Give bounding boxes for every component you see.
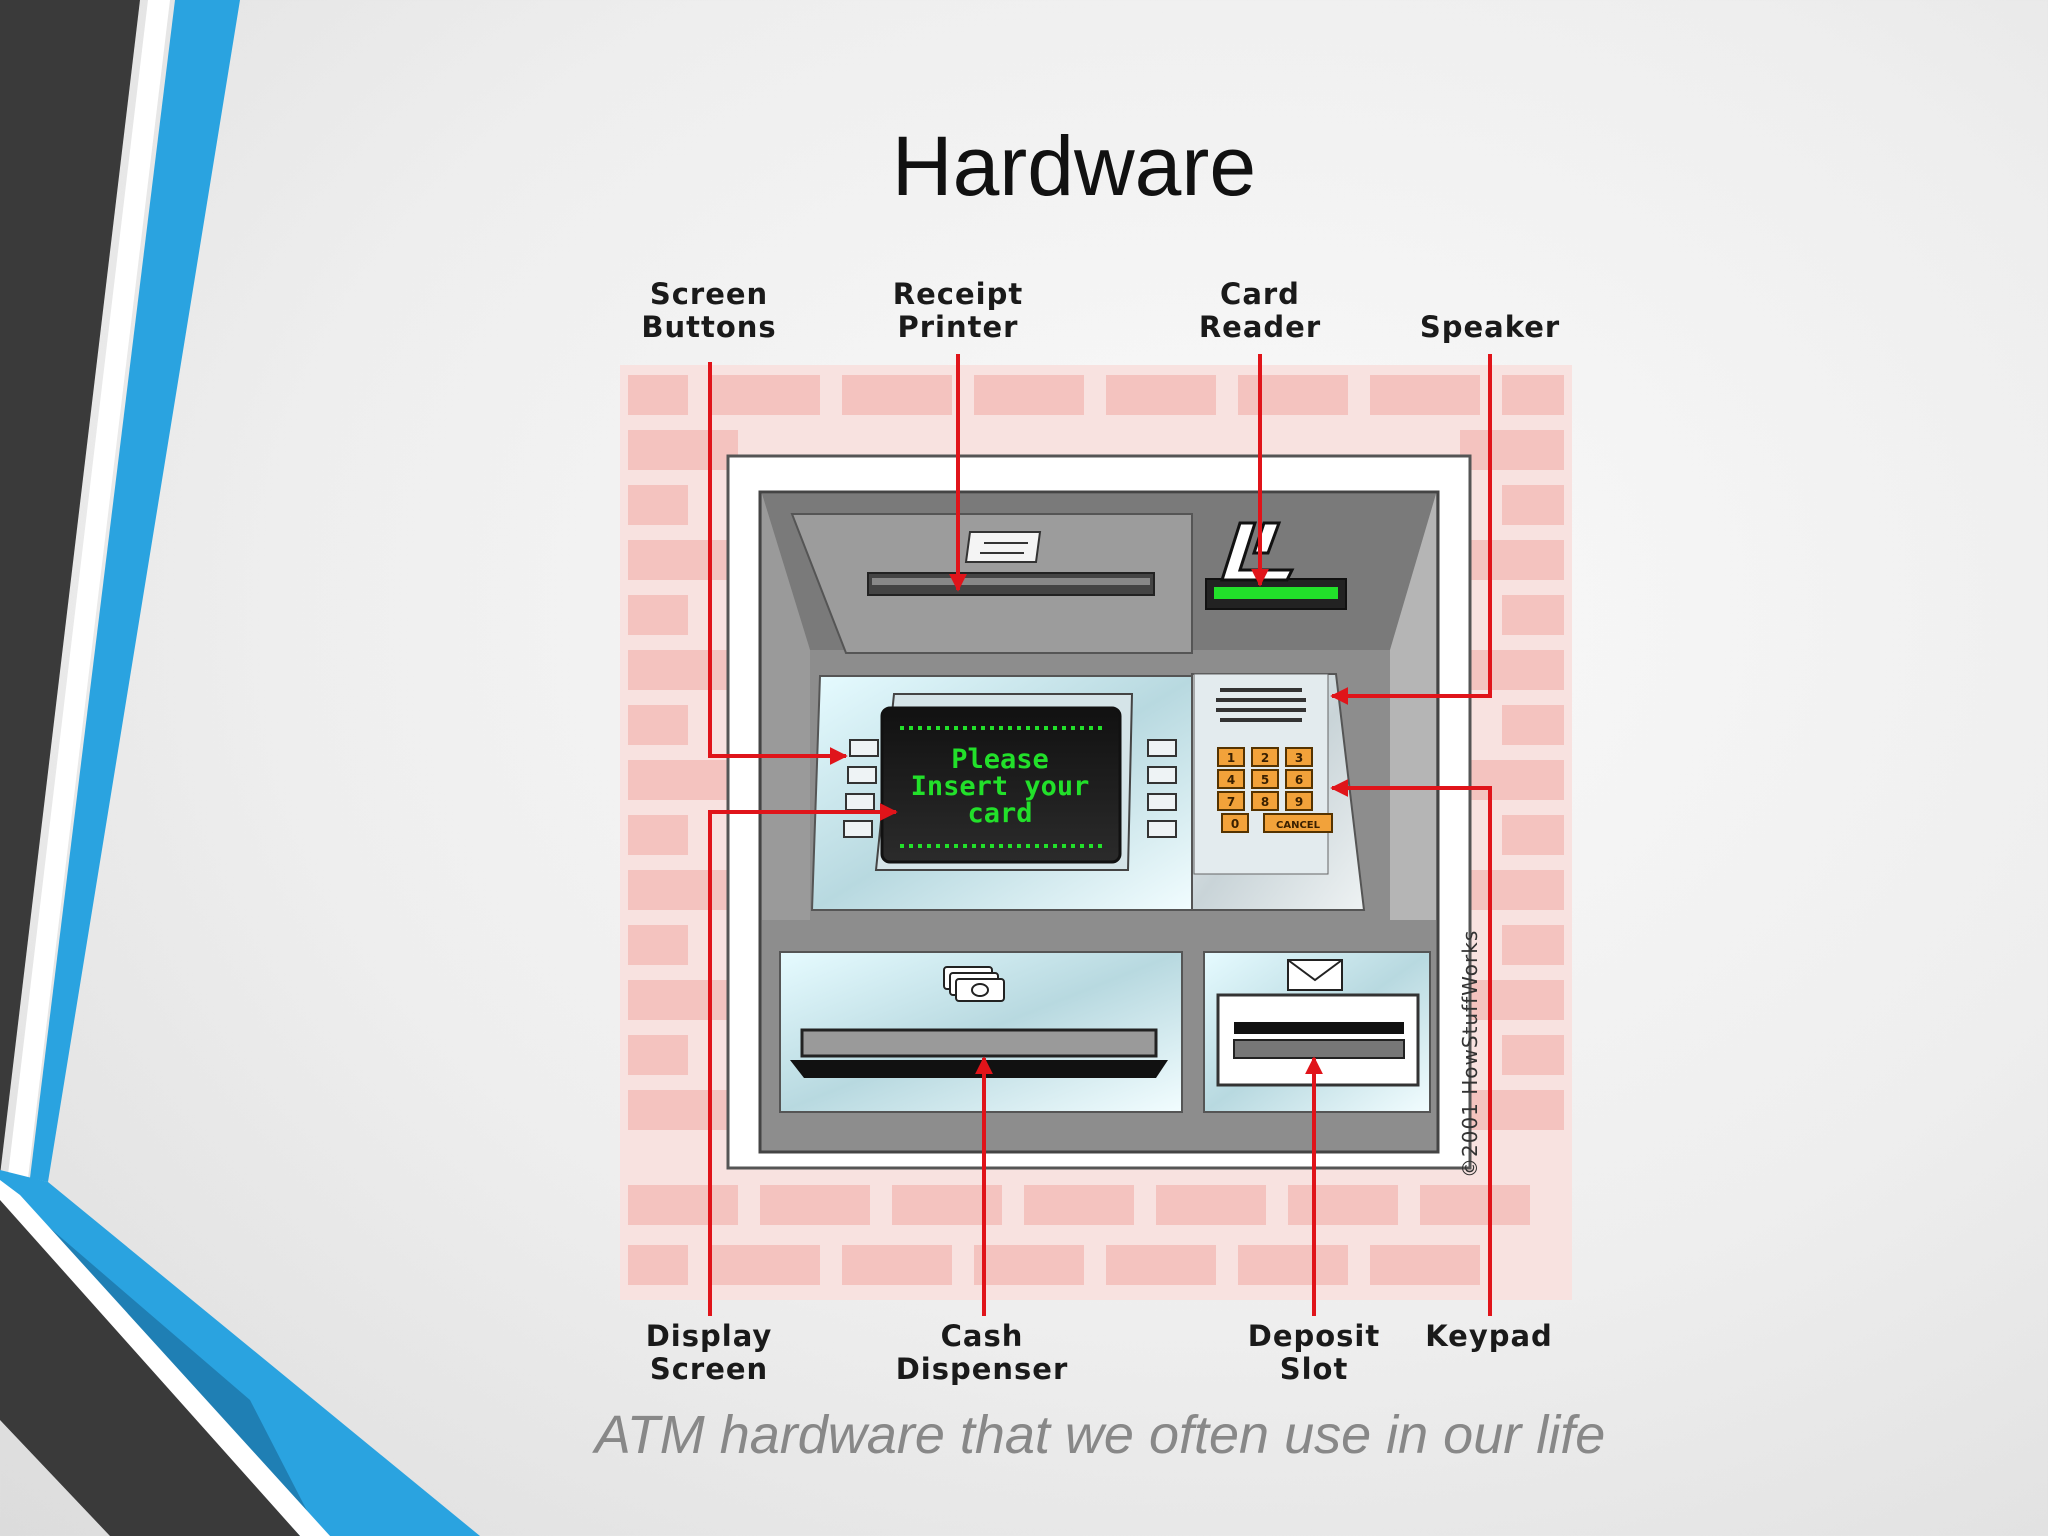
decorative-stripes bbox=[0, 0, 480, 1536]
keypad-key bbox=[1285, 747, 1313, 767]
keypad-key-label: 7 bbox=[1227, 795, 1235, 809]
keypad: 1 2 3 4 5 6 7 8 9 0 CANCEL bbox=[1217, 747, 1333, 833]
label-card-reader: Card Reader bbox=[1198, 277, 1322, 344]
slide-title: Hardware bbox=[891, 119, 1257, 213]
slide-caption: ATM hardware that we often use in our li… bbox=[594, 1405, 1606, 1465]
credit-text: ©2001 HowStuffWorks bbox=[1458, 929, 1482, 1178]
keypad-key-label: 8 bbox=[1261, 795, 1269, 809]
screen-message: Please Insert your card bbox=[910, 744, 1090, 829]
keypad-key bbox=[1217, 769, 1245, 789]
keypad-key bbox=[1251, 769, 1279, 789]
atm-illustration: 1 2 3 4 5 6 7 8 9 0 CANCEL bbox=[620, 354, 1572, 1316]
label-screen-buttons: Screen Buttons bbox=[641, 277, 777, 344]
keypad-key-label: CANCEL bbox=[1276, 820, 1321, 831]
keypad-key bbox=[1251, 747, 1279, 767]
keypad-key bbox=[1263, 813, 1333, 833]
cash-dispenser bbox=[779, 951, 1183, 1113]
keypad-key-label: 2 bbox=[1261, 751, 1269, 765]
label-cash-dispenser: Cash Dispenser bbox=[895, 1319, 1069, 1386]
label-speaker: Speaker bbox=[1419, 310, 1561, 344]
label-display-screen: Display Screen bbox=[645, 1319, 773, 1386]
keypad-key bbox=[1285, 769, 1313, 789]
display-screen bbox=[880, 706, 1122, 864]
keypad-key bbox=[1217, 791, 1245, 811]
label-deposit-slot: Deposit Slot bbox=[1247, 1319, 1381, 1386]
atm-diagram: Screen Buttons Receipt Printer Card Read… bbox=[600, 270, 1580, 1400]
screen-buttons-left bbox=[843, 739, 879, 838]
keypad-key bbox=[1217, 747, 1245, 767]
keypad-key bbox=[1285, 791, 1313, 811]
keypad-console: 1 2 3 4 5 6 7 8 9 0 CANCEL bbox=[1191, 673, 1366, 911]
label-receipt-printer: Receipt Printer bbox=[892, 277, 1024, 344]
keypad-key-label: 4 bbox=[1227, 773, 1235, 787]
keypad-key-label: 0 bbox=[1231, 817, 1239, 831]
keypad-key-label: 5 bbox=[1261, 773, 1269, 787]
label-keypad: Keypad bbox=[1425, 1319, 1553, 1353]
keypad-key bbox=[1251, 791, 1279, 811]
keypad-key-label: 1 bbox=[1227, 751, 1235, 765]
callout-arrows bbox=[708, 354, 1492, 1316]
deposit-slot bbox=[1203, 951, 1431, 1113]
screen-buttons-right bbox=[1147, 739, 1177, 838]
receipt-printer bbox=[790, 513, 1193, 654]
keypad-key-label: 9 bbox=[1295, 795, 1303, 809]
keypad-key bbox=[1221, 813, 1249, 833]
keypad-key-label: 6 bbox=[1295, 773, 1303, 787]
screen-console bbox=[810, 675, 1199, 911]
keypad-key-label: 3 bbox=[1295, 751, 1303, 765]
speaker-grille bbox=[1216, 688, 1306, 722]
